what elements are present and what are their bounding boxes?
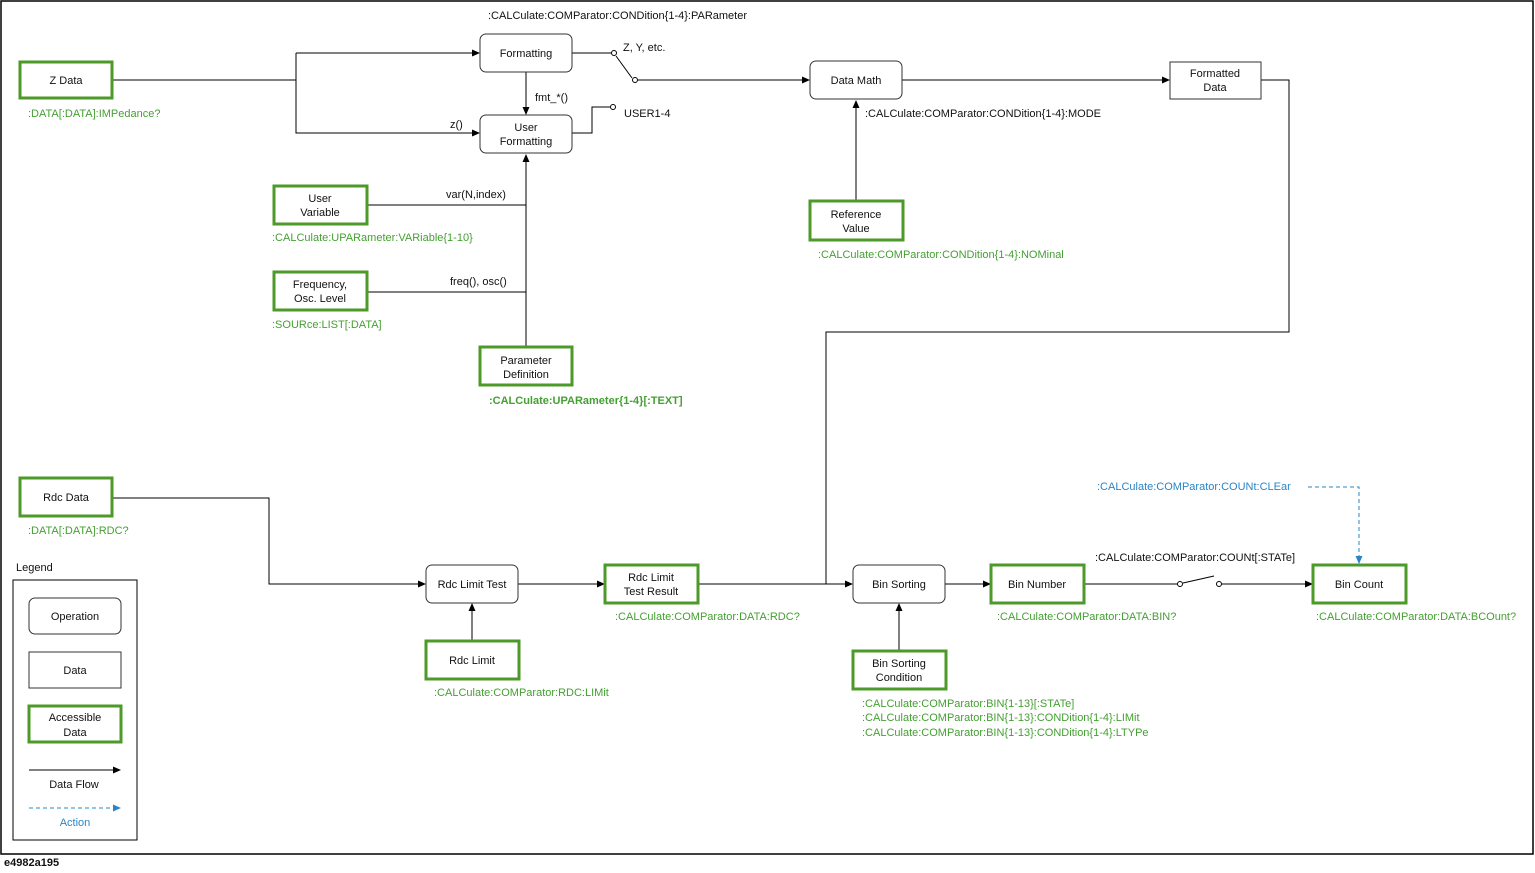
node-bin-sorting: Bin Sorting xyxy=(852,564,946,604)
cmd-upar-text: :CALCulate:UPARameter{1-4}[:TEXT] xyxy=(489,395,683,407)
node-user-formatting-line2: Formatting xyxy=(500,136,553,148)
cmd-count-state: :CALCulate:COMParator:COUNt[:STATe] xyxy=(1095,552,1295,564)
node-rdc-data-label: Rdc Data xyxy=(43,492,90,504)
cmd-bin-state: :CALCulate:COMParator:BIN{1-13}[:STATe] xyxy=(862,698,1074,710)
node-user-formatting: User Formatting xyxy=(479,114,573,154)
node-parameter-definition: Parameter Definition xyxy=(478,345,574,387)
label-fmt: fmt_*() xyxy=(535,92,568,104)
node-reference-value-line2: Value xyxy=(842,223,869,235)
node-data-math: Data Math xyxy=(809,60,903,100)
node-data-math-label: Data Math xyxy=(831,75,882,87)
node-rdc-limit-test-label: Rdc Limit Test xyxy=(438,579,507,591)
cmd-source-list: :SOURce:LIST[:DATA] xyxy=(272,319,382,331)
node-formatting-label: Formatting xyxy=(500,48,553,60)
node-rdc-limit-test-result-line1: Rdc Limit xyxy=(628,572,674,584)
legend-operation-label: Operation xyxy=(51,611,99,623)
label-user1-4: USER1-4 xyxy=(624,108,670,120)
node-user-formatting-line1: User xyxy=(514,122,538,134)
node-formatted-data-line2: Data xyxy=(1203,82,1227,94)
label-freq-osc: freq(), osc() xyxy=(450,276,507,288)
legend-accessible-line1: Accessible xyxy=(49,712,102,724)
cmd-rdc-limit: :CALCulate:COMParator:RDC:LIMit xyxy=(434,687,609,699)
node-formatting: Formatting xyxy=(479,33,573,73)
legend-accessible-swatch xyxy=(27,704,123,744)
node-reference-value-line1: Reference xyxy=(831,209,882,221)
cmd-data-bcount: :CALCulate:COMParator:DATA:BCOunt? xyxy=(1316,611,1516,623)
node-frequency-osc-level: Frequency, Osc. Level xyxy=(272,270,369,312)
node-frequency-line2: Osc. Level xyxy=(294,293,346,305)
cmd-upar-variable: :CALCulate:UPARameter:VARiable{1-10} xyxy=(272,232,473,244)
cmd-data-bin: :CALCulate:COMParator:DATA:BIN? xyxy=(997,611,1176,623)
node-reference-value: Reference Value xyxy=(808,199,905,242)
label-var: var(N,index) xyxy=(446,189,506,201)
cmd-impedance: :DATA[:DATA]:IMPedance? xyxy=(28,108,160,120)
node-frequency-line1: Frequency, xyxy=(293,279,347,291)
legend-title: Legend xyxy=(16,562,53,574)
cmd-count-clear: :CALCulate:COMParator:COUNt:CLEar xyxy=(1097,481,1291,493)
legend-data-label: Data xyxy=(63,665,87,677)
cmd-rdc: :DATA[:DATA]:RDC? xyxy=(28,525,129,537)
node-parameter-definition-line1: Parameter xyxy=(500,355,552,367)
cmd-data-rdc: :CALCulate:COMParator:DATA:RDC? xyxy=(615,611,800,623)
node-rdc-limit: Rdc Limit xyxy=(424,639,521,681)
node-bin-sorting-condition-line2: Condition xyxy=(876,672,922,684)
node-z-data: Z Data xyxy=(18,60,114,100)
legend-data-swatch xyxy=(28,651,122,689)
node-bin-number: Bin Number xyxy=(989,563,1086,605)
node-rdc-limit-test-result: Rdc Limit Test Result xyxy=(603,563,700,605)
legend-accessible-line2: Data xyxy=(63,727,87,739)
node-rdc-data: Rdc Data xyxy=(18,476,114,518)
node-bin-sorting-condition: Bin Sorting Condition xyxy=(851,649,948,691)
node-user-variable-line2: Variable xyxy=(300,207,340,219)
label-z: z() xyxy=(450,119,463,131)
cmd-nominal: :CALCulate:COMParator:CONDition{1-4}:NOM… xyxy=(818,249,1064,261)
node-bin-sorting-condition-line1: Bin Sorting xyxy=(872,658,926,670)
node-formatted-data-line1: Formatted xyxy=(1190,68,1240,80)
figure-frame xyxy=(0,0,1534,855)
legend: Legend Operation Data Accessible Data Da… xyxy=(12,562,138,841)
node-bin-count-label: Bin Count xyxy=(1335,579,1383,591)
node-rdc-limit-label: Rdc Limit xyxy=(449,655,495,667)
cmd-parameter: :CALCulate:COMParator:CONDition{1-4}:PAR… xyxy=(488,10,747,22)
legend-data-flow-label: Data Flow xyxy=(49,779,99,791)
node-user-variable-line1: User xyxy=(308,193,332,205)
legend-action-label: Action xyxy=(60,817,91,829)
node-bin-count: Bin Count xyxy=(1311,563,1408,605)
cmd-bin-limit: :CALCulate:COMParator:BIN{1-13}:CONDitio… xyxy=(862,712,1140,724)
node-bin-number-label: Bin Number xyxy=(1008,579,1066,591)
cmd-bin-ltype: :CALCulate:COMParator:BIN{1-13}:CONDitio… xyxy=(862,727,1149,739)
node-user-variable: User Variable xyxy=(272,184,369,226)
label-z-y-etc: Z, Y, etc. xyxy=(623,42,665,54)
node-rdc-limit-test: Rdc Limit Test xyxy=(425,564,519,604)
node-parameter-definition-line2: Definition xyxy=(503,369,549,381)
node-bin-sorting-label: Bin Sorting xyxy=(872,579,926,591)
node-rdc-limit-test-result-line2: Test Result xyxy=(624,586,678,598)
cmd-mode: :CALCulate:COMParator:CONDition{1-4}:MOD… xyxy=(865,108,1101,120)
figure-id: e4982a195 xyxy=(4,857,59,869)
wires xyxy=(112,49,1363,650)
legend-operation-swatch xyxy=(28,597,122,635)
node-z-data-label: Z Data xyxy=(49,75,83,87)
node-formatted-data: Formatted Data xyxy=(1169,61,1262,100)
